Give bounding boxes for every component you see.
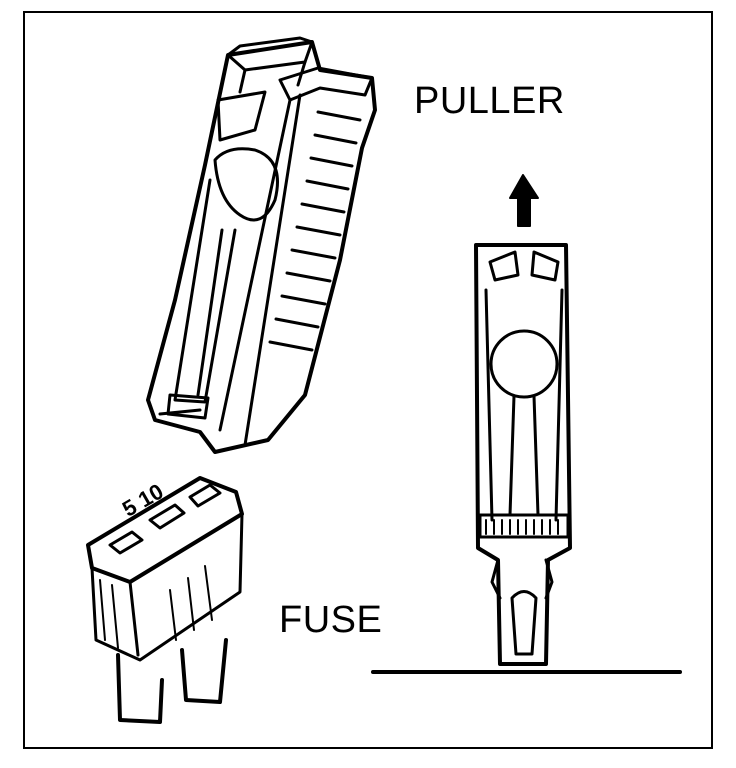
puller-on-fuse-illustration (371, 243, 682, 674)
blade-fuse-illustration (86, 476, 244, 724)
puller-tool-illustration (146, 36, 377, 454)
fuse-label: FUSE (279, 599, 383, 641)
up-arrow-icon (509, 174, 539, 227)
puller-label: PULLER (414, 80, 565, 122)
